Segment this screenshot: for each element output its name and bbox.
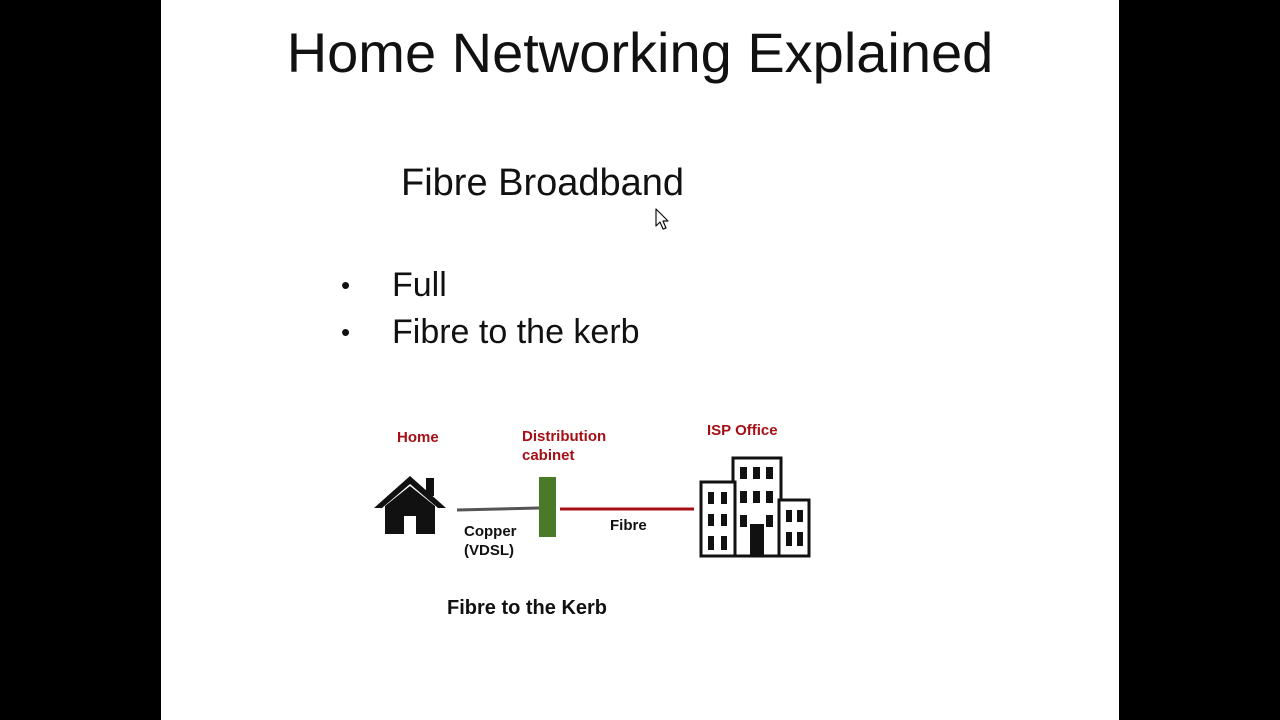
slide: Home Networking Explained Fibre Broadban… <box>161 0 1119 720</box>
letterbox-left <box>0 0 161 720</box>
copper-label-line2: (VDSL) <box>464 542 514 559</box>
copper-label-line1: Copper <box>464 523 517 540</box>
bullet-text: Full <box>392 266 447 304</box>
office-building-icon <box>699 456 811 558</box>
copper-link <box>456 506 540 512</box>
isp-label: ISP Office <box>707 422 778 439</box>
cabinet-label-line2: cabinet <box>522 447 575 464</box>
house-icon <box>374 476 446 534</box>
distribution-cabinet <box>539 477 556 537</box>
slide-subtitle: Fibre Broadband <box>401 162 685 204</box>
bullet-item: • Fibre to the kerb <box>341 309 640 356</box>
bullet-item: • Full <box>341 262 640 309</box>
bullet-text: Fibre to the kerb <box>392 313 640 351</box>
slide-title: Home Networking Explained <box>286 21 994 84</box>
mouse-cursor-icon <box>655 208 669 230</box>
bullet-list: • Full • Fibre to the kerb <box>341 262 640 356</box>
diagram-caption: Fibre to the Kerb <box>447 597 608 619</box>
home-label: Home <box>397 429 439 446</box>
cabinet-label-line1: Distribution <box>522 428 607 445</box>
letterbox-right <box>1119 0 1280 720</box>
bullet-marker: • <box>341 317 351 347</box>
fibre-label: Fibre <box>610 517 647 534</box>
bullet-marker: • <box>341 270 351 300</box>
fttk-diagram <box>374 456 811 558</box>
